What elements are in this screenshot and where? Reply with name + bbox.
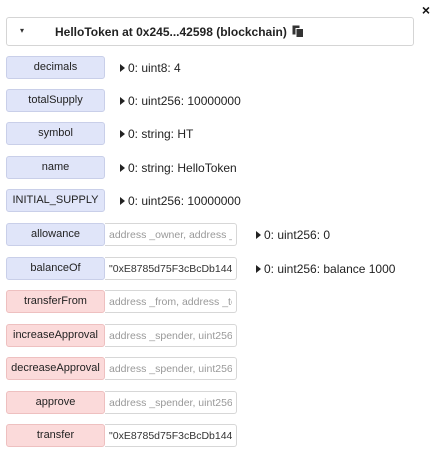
expand-triangle-icon[interactable]: [120, 96, 125, 105]
increaseapproval-button[interactable]: increaseApproval: [6, 324, 105, 347]
symbol-output: 0: string: HT: [120, 127, 193, 141]
symbol-button[interactable]: symbol: [6, 122, 105, 145]
totalsupply-button[interactable]: totalSupply: [6, 89, 105, 112]
contract-header: ▾ HelloToken at 0x245...42598 (blockchai…: [6, 17, 414, 46]
allowance-button[interactable]: allowance: [6, 223, 105, 246]
name-button[interactable]: name: [6, 156, 105, 179]
collapse-caret-icon[interactable]: ▾: [20, 26, 25, 35]
decimals-output: 0: uint8: 4: [120, 61, 181, 75]
balanceof-button[interactable]: balanceOf: [6, 257, 105, 280]
close-icon[interactable]: ×: [421, 2, 431, 18]
decimals-button[interactable]: decimals: [6, 56, 105, 79]
expand-triangle-icon[interactable]: [256, 264, 261, 273]
contract-title: HelloToken at 0x245...42598 (blockchain): [55, 25, 287, 39]
decreaseapproval-button[interactable]: decreaseApproval: [6, 357, 105, 380]
increaseapproval-input[interactable]: [105, 324, 237, 347]
initial-supply-output: 0: uint256: 10000000: [120, 194, 241, 208]
approve-button[interactable]: approve: [6, 391, 105, 414]
expand-triangle-icon[interactable]: [120, 63, 125, 72]
approve-input[interactable]: [105, 391, 237, 414]
transferfrom-input[interactable]: [105, 290, 237, 313]
transfer-input[interactable]: [105, 424, 237, 447]
expand-triangle-icon[interactable]: [120, 163, 125, 172]
expand-triangle-icon[interactable]: [120, 196, 125, 205]
expand-triangle-icon[interactable]: [120, 129, 125, 138]
totalsupply-output: 0: uint256: 10000000: [120, 94, 241, 108]
allowance-input[interactable]: [105, 223, 237, 246]
allowance-output: 0: uint256: 0: [256, 228, 330, 242]
expand-triangle-icon[interactable]: [256, 230, 261, 239]
name-output: 0: string: HelloToken: [120, 161, 237, 175]
transfer-button[interactable]: transfer: [6, 424, 105, 447]
decreaseapproval-input[interactable]: [105, 357, 237, 380]
transferfrom-button[interactable]: transferFrom: [6, 290, 105, 313]
balanceof-output: 0: uint256: balance 1000: [256, 262, 395, 276]
copy-icon[interactable]: [292, 25, 304, 38]
initial-supply-button[interactable]: INITIAL_SUPPLY: [6, 189, 105, 212]
balanceof-input[interactable]: [105, 257, 237, 280]
